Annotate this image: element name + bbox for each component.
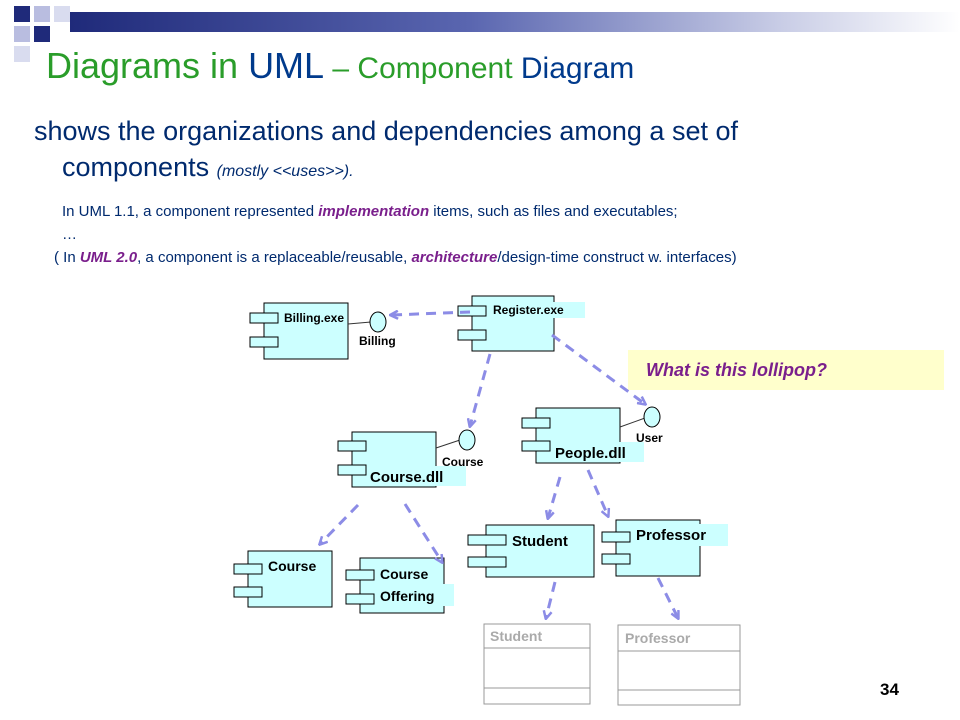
dependency-arrow <box>470 353 492 426</box>
dependency-arrows <box>320 312 678 618</box>
note-text: , a component is a replaceable/reusable, <box>137 249 412 266</box>
interface-lollipop <box>643 406 661 428</box>
header-square <box>14 6 30 22</box>
interface-label: Billing <box>359 334 396 348</box>
class-student <box>483 623 591 705</box>
class-professor <box>617 624 741 706</box>
component-course-dll <box>337 431 437 488</box>
label-bg <box>368 466 466 486</box>
component-billing-exe <box>249 302 349 360</box>
class-label: Professor <box>625 630 691 646</box>
label-bg <box>491 302 585 318</box>
title-part: UML <box>248 45 325 86</box>
interface-label: User <box>636 431 663 445</box>
component-course-offering <box>345 557 445 614</box>
note-emphasis: implementation <box>318 203 430 220</box>
component-professor <box>601 519 701 577</box>
label-bg <box>552 442 644 462</box>
body-line-2-small: (mostly <<uses>>). <box>216 163 354 180</box>
note-text: In UML 1.1, a component represented <box>62 203 319 220</box>
component-label: People.dll <box>555 445 626 462</box>
note-uml11: In UML 1.1, a component represented impl… <box>62 203 678 220</box>
header-square <box>34 6 50 22</box>
interface-lollipop <box>369 311 387 333</box>
slide-title: Diagrams in UML – Component Diagram <box>46 48 634 84</box>
note-text: /design-time construct w. interfaces) <box>497 249 737 266</box>
title-part: Diagram <box>520 52 635 85</box>
header-square <box>54 6 70 22</box>
label-bg <box>378 584 454 606</box>
dependency-arrow <box>391 312 471 315</box>
dependency-arrow <box>546 581 557 618</box>
dependency-arrow <box>548 476 562 518</box>
component-label: Register.exe <box>493 303 564 317</box>
body-line-2-main: components <box>62 152 210 182</box>
component-label: Offering <box>380 588 434 604</box>
dependency-arrow <box>403 503 442 562</box>
note-uml20: ( In UML 2.0, a component is a replaceab… <box>54 249 737 266</box>
note-text: ( In <box>54 249 80 266</box>
note-text: items, such as files and executables; <box>429 203 678 220</box>
header-square <box>34 26 50 42</box>
title-part: Diagrams in <box>46 45 249 86</box>
page-number: 34 <box>880 680 899 699</box>
interface-label: Course <box>442 455 484 469</box>
label-bg <box>632 524 728 546</box>
component-label: Course <box>268 558 316 574</box>
component-label: Course.dll <box>370 469 443 486</box>
dependency-arrow <box>320 503 360 544</box>
component-register-exe <box>457 295 555 352</box>
title-part: – Component <box>324 52 521 85</box>
component-label: Course <box>380 566 428 582</box>
header-bar <box>70 12 960 32</box>
lollipop-callout: What is this lollipop? <box>628 350 944 390</box>
note-emphasis: architecture <box>411 249 498 266</box>
component-label: Billing.exe <box>284 311 344 325</box>
note-ellipsis: … <box>62 226 77 243</box>
component-student <box>467 524 595 578</box>
body-line-2: components (mostly <<uses>>). <box>62 152 354 183</box>
header-square <box>14 26 30 42</box>
component-label: Student <box>512 533 568 550</box>
class-label: Student <box>490 628 542 644</box>
component-label: Professor <box>636 527 706 544</box>
component-course <box>233 550 333 608</box>
note-emphasis: UML 2.0 <box>79 249 138 266</box>
callout-text: What is this lollipop? <box>646 360 827 380</box>
body-line-1: shows the organizations and dependencies… <box>34 116 738 146</box>
dependency-arrow <box>586 469 608 516</box>
dependency-arrow <box>656 577 678 618</box>
header-square <box>14 46 30 62</box>
interface-lollipop <box>458 429 476 451</box>
component-people-dll <box>521 407 621 464</box>
